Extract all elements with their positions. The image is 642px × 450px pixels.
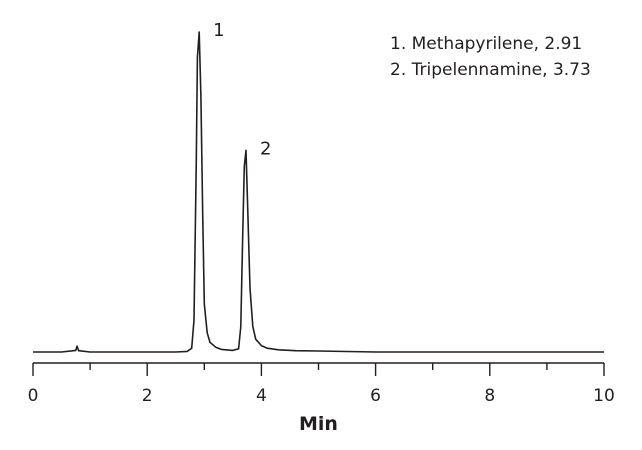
- x-tick-label: 8: [484, 386, 495, 406]
- x-tick-label: 0: [28, 386, 39, 406]
- x-tick-label: 6: [370, 386, 381, 406]
- x-tick-label: 10: [593, 386, 615, 406]
- peak-label-1: 1: [213, 20, 224, 41]
- label-layer: 12: [213, 20, 271, 159]
- x-tick-label: 4: [256, 386, 267, 406]
- legend: 1. Methapyrilene, 2.91 2. Tripelennamine,…: [390, 34, 591, 80]
- trace-layer: [33, 31, 604, 353]
- peak-label-2: 2: [260, 138, 271, 159]
- x-tick-label: 2: [142, 386, 153, 406]
- x-axis-title: Min: [299, 413, 338, 435]
- legend-entry-1: 1. Methapyrilene, 2.91: [390, 34, 582, 54]
- legend-entry-2: 2. Tripelennamine, 3.73: [390, 60, 591, 80]
- chromatogram-trace: [33, 31, 604, 353]
